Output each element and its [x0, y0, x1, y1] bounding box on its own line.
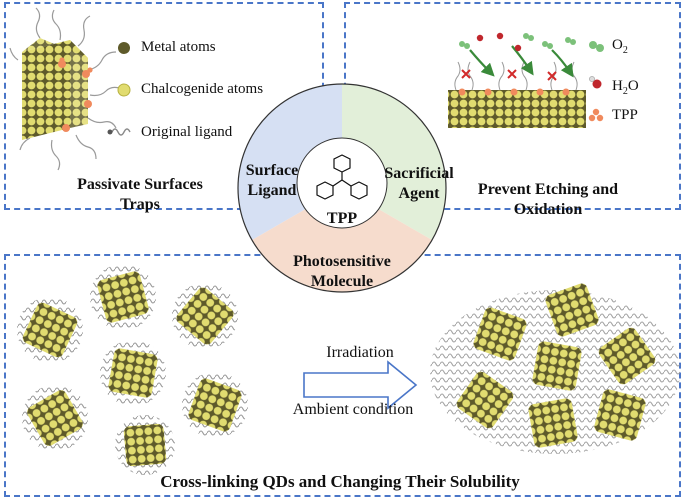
arrow-label-ambient: Ambient condition [292, 401, 414, 418]
passivate-title-line1: Passivate Surfaces [77, 176, 203, 193]
chalcogenide-atom-icon [117, 83, 131, 97]
wheel-bottom-line1: Photosensitive [293, 253, 391, 270]
prevent-title-line1: Prevent Etching and [477, 181, 619, 198]
legend-h2o-sub: 2 [622, 86, 628, 97]
legend-o2: O2 [612, 37, 628, 56]
wheel-left-line1: Surface [245, 162, 299, 179]
h2o-icon [589, 76, 602, 89]
wheel-left-line2: Ligand [247, 182, 297, 199]
big-nanocrystal [9, 7, 123, 171]
cross-linking-title: Cross-linking QDs and Changing Their Sol… [160, 472, 520, 491]
tpp-icon [588, 108, 604, 122]
tpp-molecule-icon [316, 154, 368, 200]
irradiation-arrow [303, 360, 418, 410]
etching-surface [448, 32, 586, 128]
legend-o2-letter: O [612, 37, 623, 53]
wheel-bottom-line2: Molecule [310, 273, 374, 290]
legend-o2-sub: 2 [622, 45, 628, 56]
legend-tpp: TPP [612, 107, 638, 123]
arrow-label-irradiation: Irradiation [326, 344, 394, 361]
legend-h2o-o: O [627, 78, 639, 94]
dispersed-qds [17, 264, 248, 475]
wheel-right-line2: Agent [398, 185, 440, 202]
wheel-right-line1: Sacrificial [384, 165, 454, 182]
legend-original-ligand: Original ligand [141, 124, 233, 140]
tpp-wheel [237, 83, 447, 293]
legend-h2o-h: H [612, 78, 623, 94]
o2-icon [589, 41, 604, 52]
ligand-icon [111, 128, 131, 136]
metal-atom-icon [118, 42, 130, 54]
prevent-title-line2: Oxidation [513, 201, 583, 218]
crosslinked-qds [430, 283, 680, 454]
legend-metal-atoms: Metal atoms [141, 39, 216, 55]
passivate-title-line2: Traps [120, 196, 160, 213]
legend-chalcogenide-atoms: Chalcogenide atoms [141, 81, 264, 97]
wheel-center-label: TPP [326, 210, 358, 227]
legend-h2o: H2O [612, 78, 639, 97]
